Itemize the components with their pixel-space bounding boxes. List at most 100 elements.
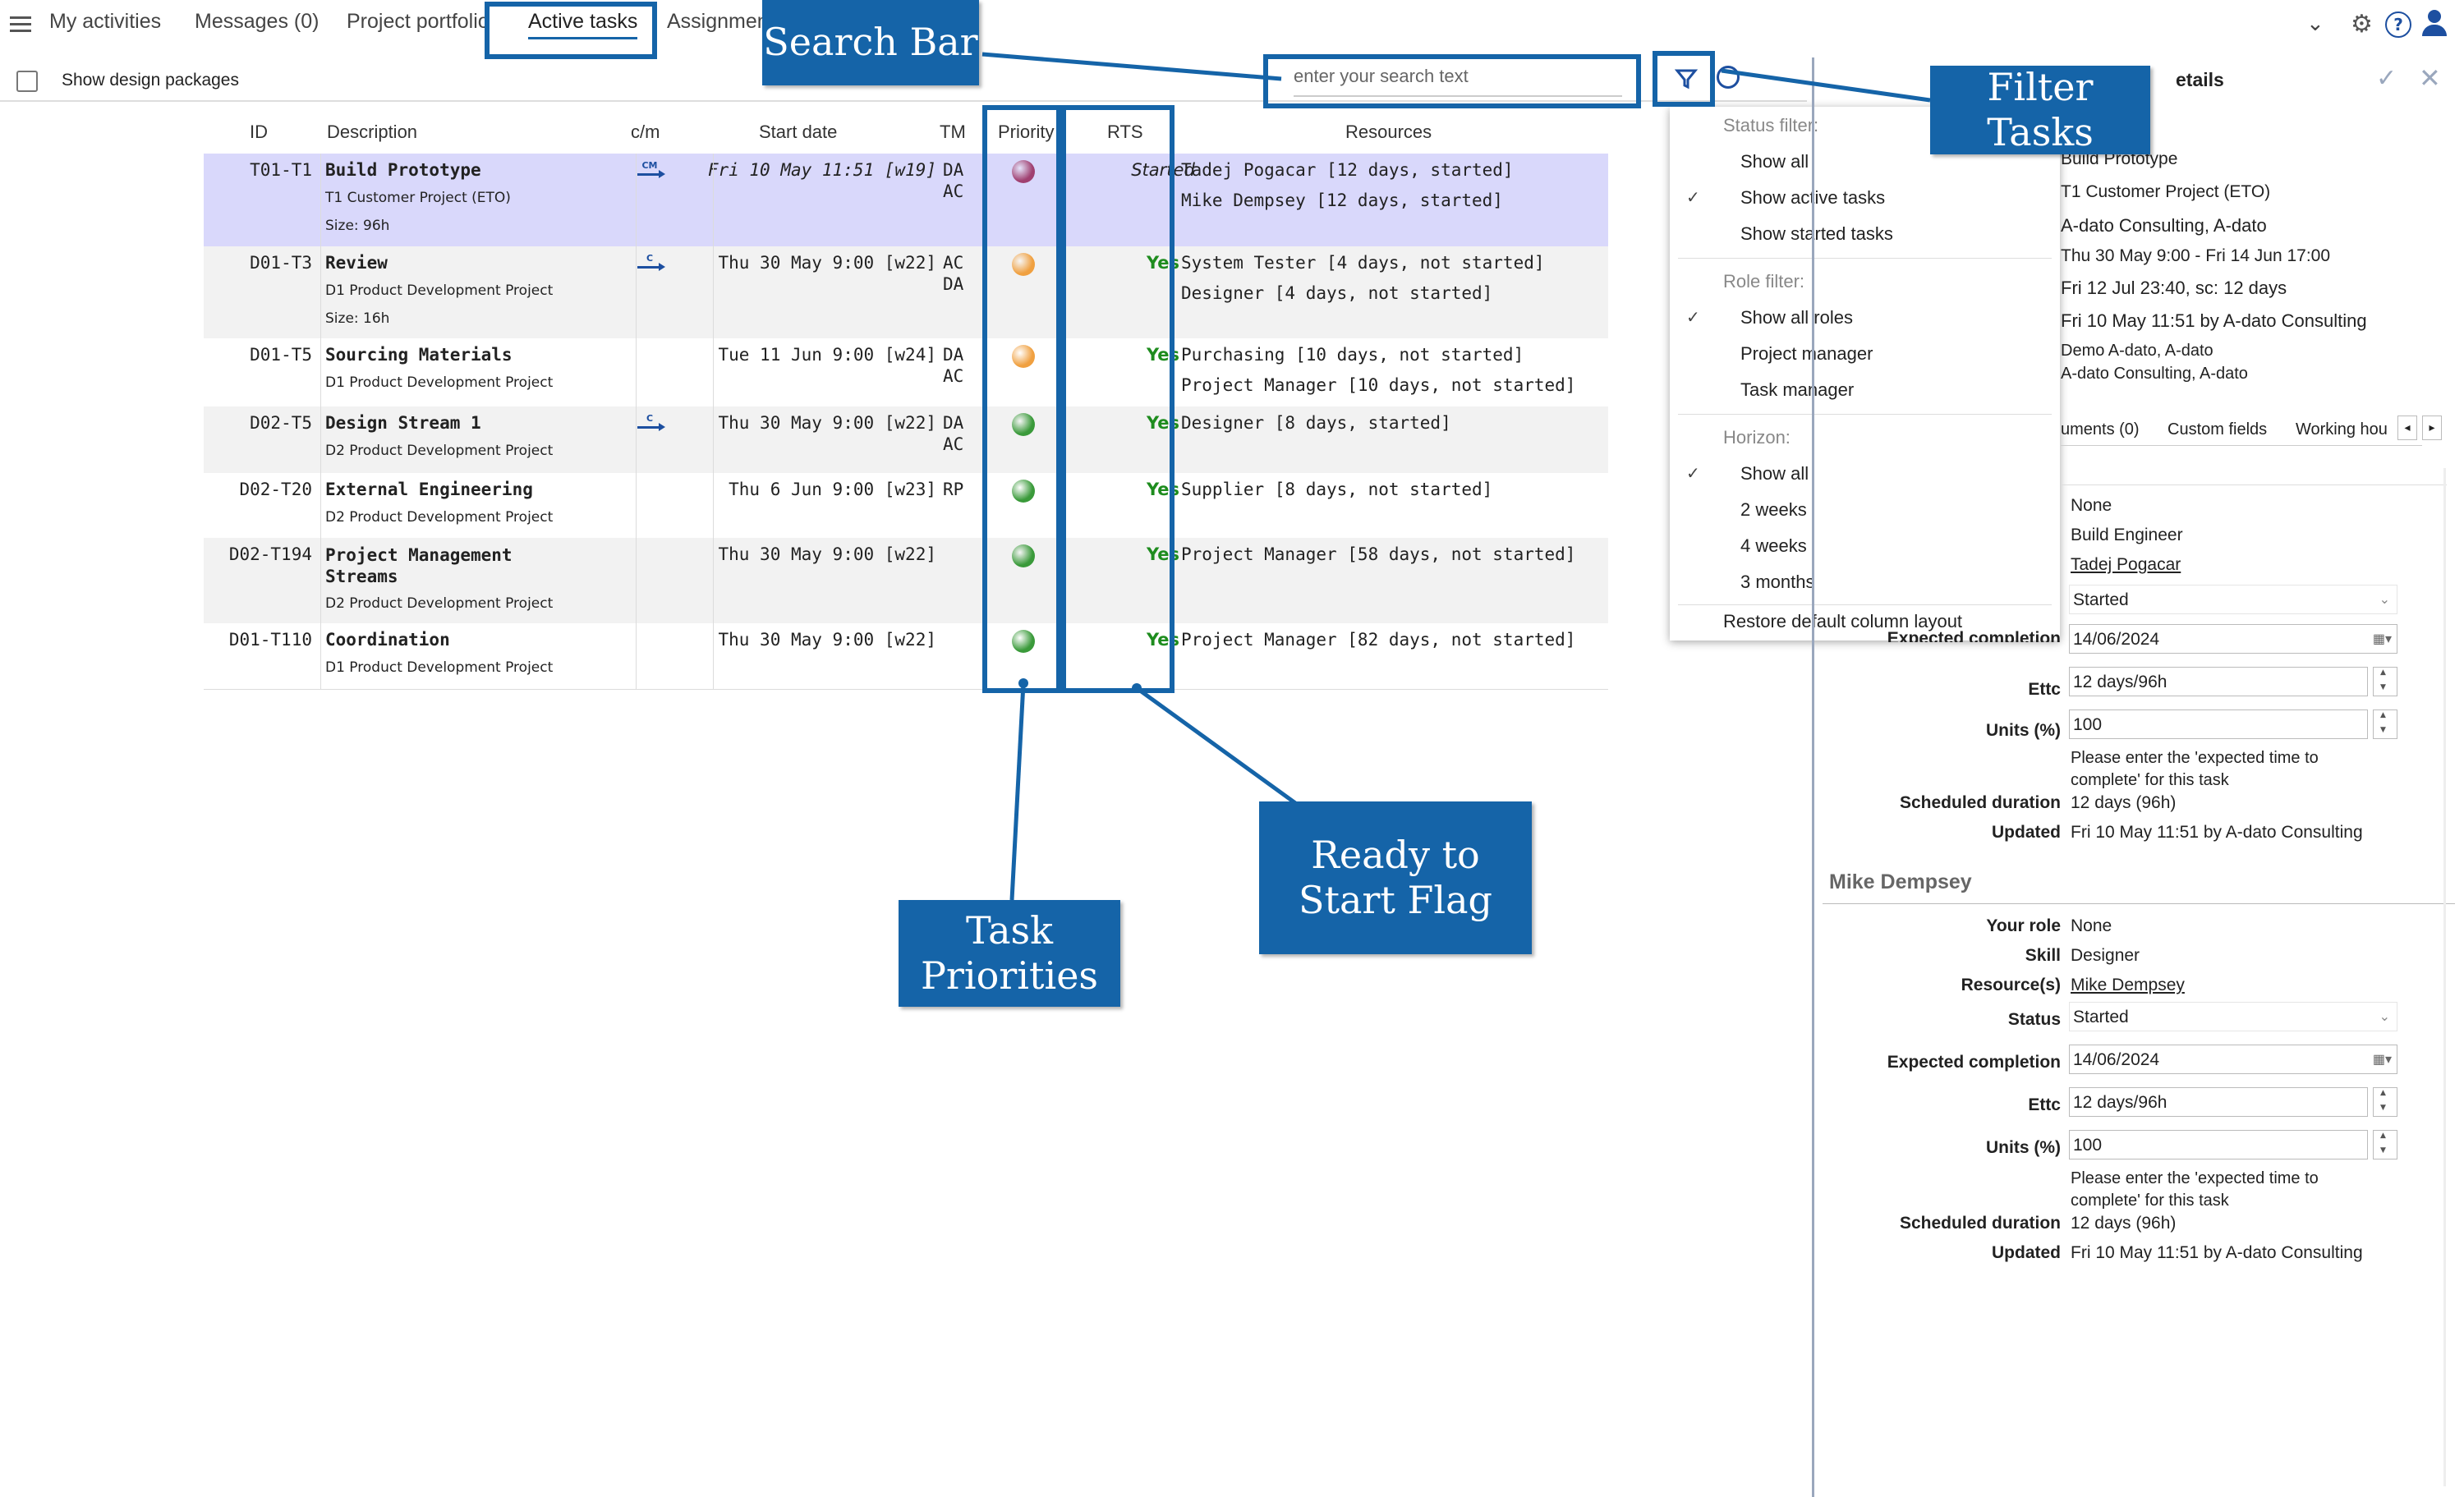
- horizon-4-weeks[interactable]: 4 weeks: [1740, 535, 1807, 556]
- res2-expected-date[interactable]: 14/06/2024▦▾: [2069, 1045, 2397, 1074]
- highlight-filter: [1653, 51, 1715, 107]
- panel-scrollbar[interactable]: [2443, 468, 2446, 1486]
- column-separator: [636, 473, 637, 538]
- horizon-show-all[interactable]: Show all: [1740, 463, 1809, 484]
- res2-role-label: Your role: [1986, 916, 2061, 935]
- hamburger-menu-icon[interactable]: [10, 16, 31, 33]
- col-header-cm[interactable]: c/m: [631, 122, 660, 142]
- calendar-icon[interactable]: ▦▾: [2372, 1053, 2392, 1067]
- res2-resource-link[interactable]: Mike Dempsey: [2071, 976, 2185, 994]
- details-tab-bar: uments (0) Custom fields Working hou: [2061, 417, 2422, 446]
- tab-custom-fields[interactable]: Custom fields: [2167, 420, 2268, 439]
- task-start-date: Thu 30 May 9:00 [w22]: [718, 253, 936, 273]
- res1-sched-label: Scheduled duration: [1899, 793, 2061, 812]
- res1-updated-value: Fri 10 May 11:51 by A-dato Consulting: [2071, 823, 2363, 842]
- cm-arrow-icon[interactable]: C: [637, 413, 665, 433]
- task-id: D02-T194: [228, 544, 312, 564]
- package-icon[interactable]: [16, 71, 38, 92]
- res2-units-input[interactable]: 100: [2069, 1130, 2368, 1159]
- res1-status-value: Started: [2073, 590, 2129, 609]
- role-show-all[interactable]: Show all roles: [1740, 307, 1853, 328]
- col-header-tm[interactable]: TM: [940, 122, 966, 142]
- res2-units-stepper[interactable]: [2373, 1130, 2397, 1159]
- tab-scroll-right-icon[interactable]: ▸: [2422, 416, 2442, 440]
- column-separator: [636, 406, 637, 473]
- res2-ettc-input[interactable]: 12 days/96h: [2069, 1087, 2368, 1117]
- gear-icon[interactable]: ⚙: [2351, 10, 2373, 39]
- chevron-down-icon[interactable]: ⌄: [2306, 11, 2324, 36]
- resource-assignment: Mike Dempsey [12 days, started]: [1181, 191, 1503, 210]
- column-separator: [320, 246, 321, 338]
- calendar-icon[interactable]: ▦▾: [2372, 632, 2392, 646]
- res1-ettc-input[interactable]: 12 days/96h: [2069, 667, 2368, 696]
- res1-resource-link[interactable]: Tadej Pogacar: [2071, 555, 2181, 574]
- tab-assignments[interactable]: Assignments: [667, 10, 765, 33]
- column-separator: [713, 338, 714, 406]
- tab-scroll-left-icon[interactable]: ◂: [2397, 416, 2417, 440]
- role-project-manager[interactable]: Project manager: [1740, 343, 1873, 364]
- res2-status-label: Status: [2007, 1010, 2061, 1029]
- show-design-packages-toggle[interactable]: Show design packages: [62, 71, 239, 90]
- highlight-search: [1263, 54, 1641, 108]
- target-icon[interactable]: [1717, 66, 1740, 89]
- col-header-id[interactable]: ID: [250, 122, 268, 142]
- resource-assignment: Supplier [8 days, not started]: [1181, 480, 1493, 499]
- close-icon[interactable]: ✕: [2419, 62, 2441, 94]
- summary-line: Thu 30 May 9:00 - Fri 14 Jun 17:00: [2061, 246, 2331, 265]
- resource-assignment: Designer [4 days, not started]: [1181, 283, 1493, 303]
- task-id: D02-T20: [239, 480, 312, 499]
- column-separator: [713, 538, 714, 623]
- tab-project-portfolio[interactable]: Project portfolio: [347, 10, 490, 33]
- res1-units-stepper[interactable]: [2373, 709, 2397, 739]
- role-task-manager[interactable]: Task manager: [1740, 379, 1855, 400]
- status-show-started[interactable]: Show started tasks: [1740, 223, 1893, 244]
- cm-arrow-icon[interactable]: CM: [637, 160, 665, 180]
- task-project: D2 Product Development Project: [325, 443, 554, 459]
- task-start-date: Thu 6 Jun 9:00 [w23]: [729, 480, 936, 499]
- res1-expected-date[interactable]: 14/06/2024▦▾: [2069, 624, 2397, 654]
- res2-ettc-stepper[interactable]: [2373, 1087, 2397, 1117]
- tab-active-tasks[interactable]: Active tasks: [528, 10, 638, 39]
- col-header-priority[interactable]: Priority: [998, 122, 1055, 142]
- res2-updated-value: Fri 10 May 11:51 by A-dato Consulting: [2071, 1243, 2363, 1262]
- res1-status-select[interactable]: Started⌄: [2069, 585, 2397, 614]
- user-icon[interactable]: [2421, 8, 2448, 36]
- col-header-start-date[interactable]: Start date: [759, 122, 838, 142]
- column-separator: [636, 246, 637, 338]
- tab-messages[interactable]: Messages (0): [195, 10, 319, 33]
- res1-skill: Build Engineer: [2071, 526, 2183, 544]
- filter-icon[interactable]: [1672, 64, 1700, 92]
- help-icon[interactable]: ?: [2385, 11, 2411, 38]
- col-header-description[interactable]: Description: [327, 122, 418, 142]
- callout-search-bar: Search Bar: [762, 0, 979, 85]
- tab-my-activities[interactable]: My activities: [49, 10, 162, 33]
- resource-assignment: Project Manager [58 days, not started]: [1181, 544, 1576, 564]
- col-header-resources[interactable]: Resources: [1345, 122, 1432, 142]
- res2-sched-value: 12 days (96h): [2071, 1214, 2177, 1233]
- res2-status-select[interactable]: Started⌄: [2069, 1002, 2397, 1031]
- highlight-active-tasks: [485, 2, 657, 59]
- tab-working-hours[interactable]: Working hou: [2296, 420, 2388, 439]
- task-start-date: Thu 30 May 9:00 [w22]: [718, 544, 936, 564]
- confirm-check-icon[interactable]: ✓: [2376, 64, 2397, 93]
- section-divider: [2061, 484, 2447, 485]
- resource-assignment: Project Manager [10 days, not started]: [1181, 375, 1576, 395]
- search-input[interactable]: enter your search text: [1294, 62, 1622, 97]
- horizon-3-months[interactable]: 3 months: [1740, 572, 1815, 592]
- horizon-2-weeks[interactable]: 2 weeks: [1740, 499, 1807, 520]
- res1-units-input[interactable]: 100: [2069, 709, 2368, 739]
- restore-layout-item[interactable]: Restore default column layout: [1723, 611, 1963, 631]
- res1-ettc-stepper[interactable]: [2373, 667, 2397, 696]
- tab-documents[interactable]: uments (0): [2061, 420, 2140, 439]
- col-header-rts[interactable]: RTS: [1107, 122, 1143, 142]
- status-show-all[interactable]: Show all: [1740, 151, 1809, 172]
- cm-arrow-icon[interactable]: C: [637, 253, 665, 273]
